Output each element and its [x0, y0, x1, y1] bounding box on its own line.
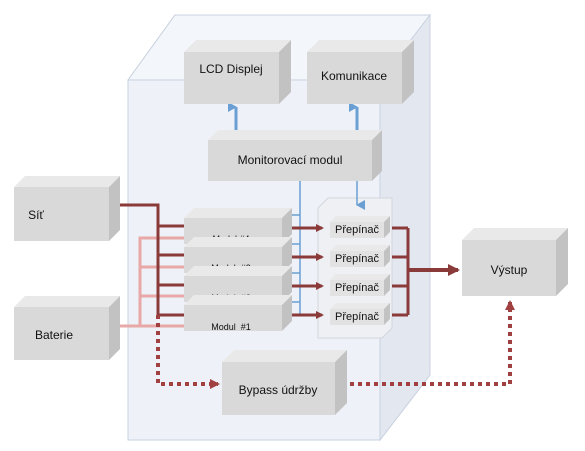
battery-label: Baterie [35, 328, 73, 342]
bypass-block: Bypass údržby [222, 350, 347, 415]
communication-block: Komunikace [307, 40, 414, 104]
output-lines [392, 226, 460, 317]
switch-block: Přepínač [330, 245, 390, 267]
switch-label: Přepínač [335, 311, 380, 323]
switch-block: Přepínač [330, 303, 390, 325]
mains-label: Síť [28, 208, 44, 222]
module-block: Modul #1 [184, 295, 292, 332]
monitoring-module-block: Monitorovací modul [208, 130, 382, 181]
switch-label: Přepínač [335, 224, 380, 236]
communication-label: Komunikace [321, 69, 387, 83]
battery-lines [116, 236, 184, 328]
lcd-display-label: LCD Displej [199, 62, 262, 76]
battery-block: Baterie [14, 296, 120, 360]
switch-block: Přepínač [330, 274, 390, 296]
bypass-label: Bypass údržby [239, 383, 318, 397]
switch-label: Přepínač [335, 253, 380, 265]
output-block: Výstup [462, 228, 568, 296]
output-label: Výstup [491, 263, 528, 277]
monitoring-module-label: Monitorovací modul [238, 153, 343, 167]
mains-lines [116, 203, 184, 317]
module-label: Modul #1 [211, 322, 251, 332]
bypass-path [156, 300, 515, 389]
switch-label: Přepínač [335, 282, 380, 294]
mains-block: Síť [14, 176, 120, 241]
switch-block: Přepínač [330, 216, 390, 238]
lcd-display-block: LCD Displej [184, 40, 291, 104]
